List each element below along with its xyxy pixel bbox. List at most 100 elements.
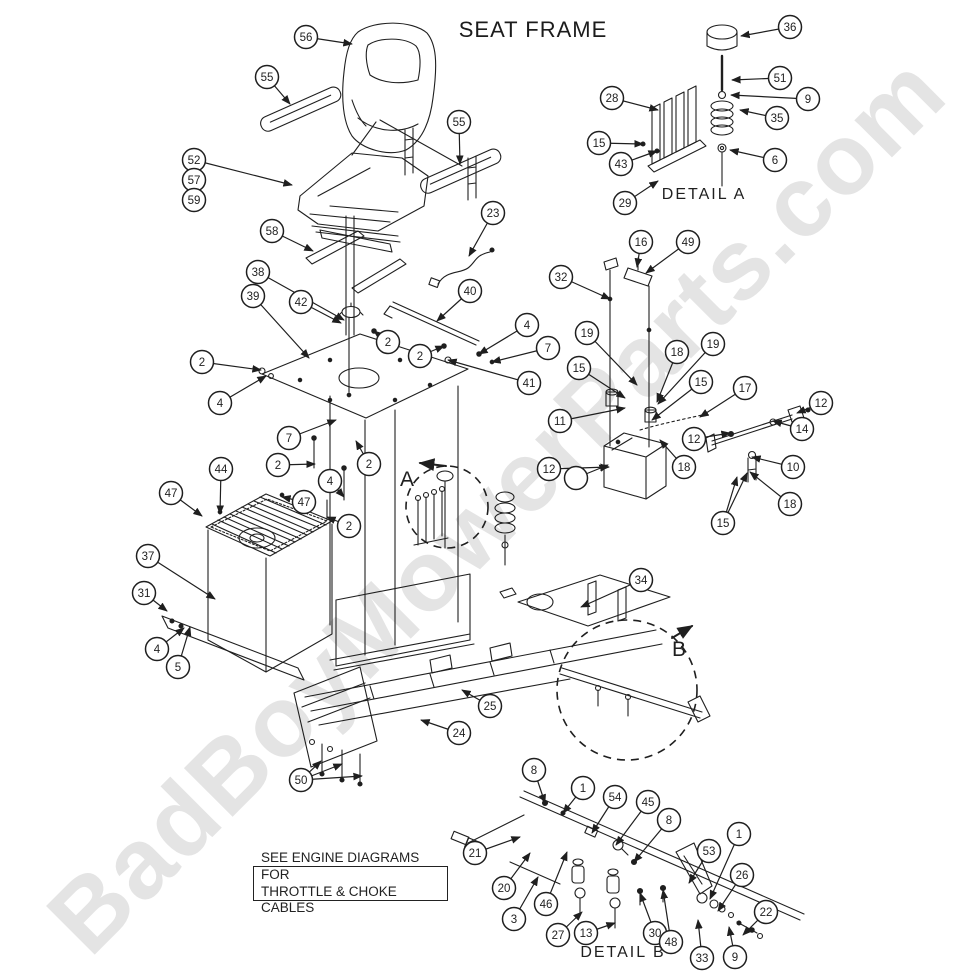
callout-number: 48 [665, 937, 678, 949]
ref-b-circle [556, 619, 711, 761]
callout-balloon-29 [612, 190, 638, 216]
callout-balloon-41 [516, 370, 542, 396]
callout-number: 17 [739, 383, 752, 395]
callout-number: 28 [606, 93, 619, 105]
callout-balloon-15 [586, 130, 612, 156]
detail-a-drawing [640, 24, 738, 187]
callout-balloon-34 [628, 567, 654, 593]
callout-number: 8 [666, 815, 672, 827]
callout-number: 47 [165, 488, 178, 500]
callout-number: 14 [796, 424, 809, 436]
callout-number: 29 [619, 198, 632, 210]
callout-balloon-47 [158, 480, 184, 506]
callout-number: 1 [736, 829, 742, 841]
callout-balloon-56 [293, 24, 319, 50]
callout-number: 19 [581, 328, 594, 340]
callout-balloon-15 [688, 369, 714, 395]
leader-line [193, 159, 293, 187]
callout-number: 46 [540, 899, 553, 911]
callout-number: 53 [703, 846, 716, 858]
callout-number: 43 [615, 159, 628, 171]
callout-balloon-2 [189, 349, 215, 375]
page-title: SEAT FRAME [458, 17, 608, 42]
callout-number: 9 [732, 952, 738, 964]
callout-balloon-46 [533, 891, 559, 917]
callout-balloon-44 [208, 456, 234, 482]
callout-number: 2 [199, 357, 205, 369]
callout-balloon-21 [462, 840, 488, 866]
callout-balloon-51 [767, 65, 793, 91]
callout-balloon-4 [144, 636, 170, 662]
callout-number: 11 [554, 416, 566, 428]
callout-balloon-22 [753, 899, 779, 925]
callout-number: 6 [772, 155, 778, 167]
callout-balloon-32 [548, 264, 574, 290]
callout-number: 51 [774, 73, 787, 85]
leader-line [147, 555, 216, 600]
callout-number: 25 [484, 701, 497, 713]
callout-number: 37 [142, 551, 155, 563]
diagram-label: DETAIL A [662, 186, 746, 203]
callout-balloon-4 [207, 390, 233, 416]
callout-balloon-36 [777, 14, 803, 40]
callout-balloon-33 [689, 945, 715, 971]
callout-balloon-49 [675, 229, 701, 255]
callout-number: 13 [580, 928, 593, 940]
callout-number: 32 [555, 272, 568, 284]
callout-balloon-4 [317, 468, 343, 494]
callout-number: 45 [642, 797, 655, 809]
callout-balloon-19 [574, 320, 600, 346]
callout-number: 16 [635, 237, 648, 249]
callout-balloon-7 [276, 425, 302, 451]
callout-number: 50 [295, 775, 308, 787]
callout-number: 12 [688, 434, 701, 446]
callout-balloon-20 [491, 875, 517, 901]
callout-number: 8 [531, 765, 537, 777]
callout-balloon-11 [547, 408, 573, 434]
callout-balloon-18 [777, 491, 803, 517]
callout-number: 18 [671, 347, 684, 359]
callout-number: 21 [469, 848, 482, 860]
side-rail-drawing [161, 615, 305, 681]
callout-balloon-12 [536, 456, 562, 482]
callout-number: 7 [545, 343, 551, 355]
callout-number: 4 [217, 398, 224, 410]
note-line-2: THROTTLE & CHOKE CABLES [261, 883, 397, 916]
callout-number: 15 [695, 377, 708, 389]
callout-balloon-18 [671, 454, 697, 480]
callout-balloon-27 [545, 922, 571, 948]
callout-balloon-5 [165, 654, 191, 680]
callout-number: 15 [717, 518, 730, 530]
callout-number: 18 [784, 499, 797, 511]
callout-balloon-26 [729, 862, 755, 888]
callout-number: 2 [417, 351, 423, 363]
callout-number: 10 [787, 462, 800, 474]
leader-line [252, 295, 310, 359]
isolator-grid-drawing [205, 492, 333, 673]
callout-number: 55 [261, 72, 274, 84]
callout-number: 55 [453, 117, 466, 129]
callout-balloon-43 [608, 151, 634, 177]
callout-number: 44 [215, 464, 228, 476]
callout-number: 31 [138, 588, 151, 600]
callout-balloon-4 [514, 312, 540, 338]
callout-number: 26 [736, 870, 749, 882]
chassis-drawing [293, 574, 671, 787]
diagram-label: DETAIL B [580, 944, 665, 961]
callout-balloon-37 [135, 543, 161, 569]
callout-balloon-31 [131, 580, 157, 606]
callout-number: 22 [760, 907, 773, 919]
callout-number: 42 [295, 297, 308, 309]
callout-number: 56 [300, 32, 313, 44]
callout-number: 40 [464, 286, 477, 298]
callout-balloon-9 [722, 944, 748, 970]
callout-balloon-16 [628, 229, 654, 255]
callout-balloon-50 [288, 767, 314, 793]
callout-balloon-1 [726, 821, 752, 847]
callout-balloon-35 [764, 105, 790, 131]
callout-number: 4 [327, 476, 334, 488]
callout-number: 15 [573, 363, 586, 375]
callout-number: 5 [175, 662, 181, 674]
callout-balloon-58 [259, 218, 285, 244]
